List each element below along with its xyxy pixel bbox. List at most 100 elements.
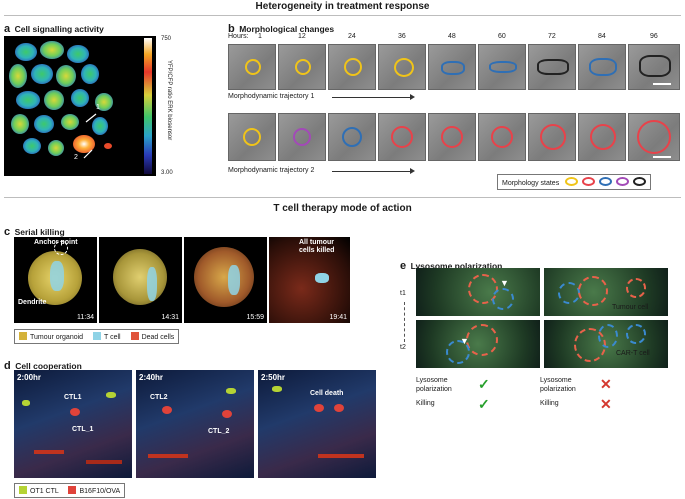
dead-cells-swatch	[130, 332, 139, 340]
traj2-frame-9	[628, 113, 680, 161]
serial-time-3: 15:59	[246, 314, 264, 321]
traj2-frame-3	[328, 113, 376, 161]
lyso-label-right: Lysosome polarization	[540, 377, 576, 393]
traj1-frame-2	[278, 44, 326, 90]
coop-frame-1: 2:00hr CTL1 CTL_1	[14, 370, 132, 478]
section-title-tcell: T cell therapy mode of action	[273, 203, 412, 214]
traj2-frame-6	[478, 113, 526, 161]
all-killed-label: All tumour cells killed	[299, 239, 335, 254]
hour-24: 24	[348, 33, 356, 40]
traj2-frame-8	[578, 113, 626, 161]
traj2-frame-2	[278, 113, 326, 161]
hour-1: 1	[258, 33, 262, 40]
serial-time-1: 11:34	[77, 314, 94, 321]
lyso-cross-right: ✕	[600, 376, 612, 392]
coop-frame-3: 2:50hr Cell death	[258, 370, 376, 478]
panel-c-title: Serial killing	[14, 227, 65, 237]
lyso-tick-left: ✓	[478, 376, 490, 392]
trajectory-2-arrowhead	[410, 168, 415, 174]
panel-d-heading: d Cell cooperation	[4, 356, 82, 374]
state-red-swatch	[582, 177, 596, 186]
traj2-frame-4	[378, 113, 426, 161]
cooperation-legend: OT1 CTL B16F10/OVA	[14, 483, 126, 498]
tumour-organoid-swatch	[19, 332, 27, 340]
legend-tumour-organoid: Tumour organoid	[30, 334, 84, 341]
trajectory-2-arrow	[332, 171, 412, 172]
state-purple-swatch	[616, 177, 630, 186]
coop-time-1: 2:00hr	[17, 373, 42, 382]
trajectory-1-arrowhead	[410, 94, 415, 100]
traj1-frame-5	[428, 44, 476, 90]
trajectory-1-label: Morphodynamic trajectory 1	[228, 93, 315, 100]
morphology-legend: Morphology states	[497, 174, 651, 190]
lyso-frame-1: ▼	[416, 268, 540, 316]
traj2-frame-1	[228, 113, 276, 161]
tumour-cell-legend-icon	[626, 278, 646, 298]
serial-killing-legend: Tumour organoid T cell Dead cells	[14, 329, 180, 344]
traj2-frame-7	[528, 113, 576, 161]
state-blue-swatch	[599, 177, 613, 186]
b16f10-swatch	[68, 486, 77, 494]
hour-84: 84	[598, 33, 606, 40]
traj1-frame-1	[228, 44, 276, 90]
ctl2-label: CTL2	[150, 394, 168, 401]
killing-label-left: Killing	[416, 400, 435, 407]
morphology-legend-label: Morphology states	[502, 180, 560, 187]
serial-killing-frames: Anchor point Dendrite 11:34 14:31 15:59 …	[14, 237, 350, 323]
killing-cross-right: ✕	[600, 396, 612, 412]
hour-12: 12	[298, 33, 306, 40]
traj1-frame-9	[628, 44, 680, 90]
panel-d-letter: d	[4, 360, 11, 372]
erk-cells-svg	[9, 41, 113, 159]
traj1-frame-6	[478, 44, 526, 90]
killing-label-right: Killing	[540, 400, 559, 407]
hour-96: 96	[650, 33, 658, 40]
colorbar	[144, 38, 152, 174]
trajectory-2-label: Morphodynamic trajectory 2	[228, 167, 315, 174]
panel-e-letter: e	[400, 260, 407, 272]
t1-label: t1	[400, 290, 406, 297]
traj1-frame-4	[378, 44, 426, 90]
ctl-1-label: CTL_1	[72, 426, 94, 433]
legend-b16f10: B16F10/OVA	[79, 488, 121, 495]
hour-60: 60	[498, 33, 506, 40]
hour-36: 36	[398, 33, 406, 40]
killing-tick-left: ✓	[478, 396, 490, 412]
hour-72: 72	[548, 33, 556, 40]
cell-marker-2: 2	[74, 154, 78, 161]
state-yellow-swatch	[565, 177, 579, 186]
polarization-arrowhead-2: ▼	[460, 336, 469, 346]
traj1-frame-3	[328, 44, 376, 90]
panel-a-heading: a Cell signalling activity	[4, 19, 104, 37]
t2-label: t2	[400, 344, 406, 351]
panel-b-letter: b	[228, 23, 235, 35]
cell-marker-1: 1	[96, 104, 100, 111]
serial-frame-4: All tumour cells killed 19:41	[269, 237, 350, 323]
serial-time-2: 14:31	[161, 314, 179, 321]
tumour-cell-legend-label: Tumour cell	[612, 304, 649, 311]
anchor-point-label: Anchor point	[34, 239, 78, 246]
trajectory-1-row	[228, 44, 680, 90]
panel-a-letter: a	[4, 23, 11, 35]
lyso-frame-2	[544, 268, 668, 316]
panel-d-title: Cell cooperation	[15, 361, 82, 371]
panel-a-title: Cell signalling activity	[14, 24, 104, 34]
legend-ot1-ctl: OT1 CTL	[30, 488, 59, 495]
divider-top	[4, 15, 681, 16]
colorbar-min: 3.00	[161, 170, 173, 176]
trajectory-1-arrow	[332, 97, 412, 98]
cart-cell-legend-icon	[626, 324, 646, 344]
colorbar-max: 750	[161, 36, 172, 42]
coop-time-2: 2:40hr	[139, 373, 164, 382]
ctl-2-label: CTL_2	[208, 428, 230, 435]
panel-c-heading: c Serial killing	[4, 222, 65, 240]
hours-row: 1 12 24 36 48 60 72 84 96	[258, 33, 678, 43]
state-black-swatch	[632, 177, 646, 186]
cell-death-label: Cell death	[310, 390, 344, 397]
serial-frame-1: Anchor point Dendrite 11:34	[14, 237, 97, 323]
lyso-frame-3: ▼	[416, 320, 540, 368]
panel-e-heading: e Lysosome polarization	[400, 256, 502, 274]
t-cell-swatch	[93, 332, 101, 340]
hour-48: 48	[448, 33, 456, 40]
hours-label: Hours:	[228, 33, 249, 40]
